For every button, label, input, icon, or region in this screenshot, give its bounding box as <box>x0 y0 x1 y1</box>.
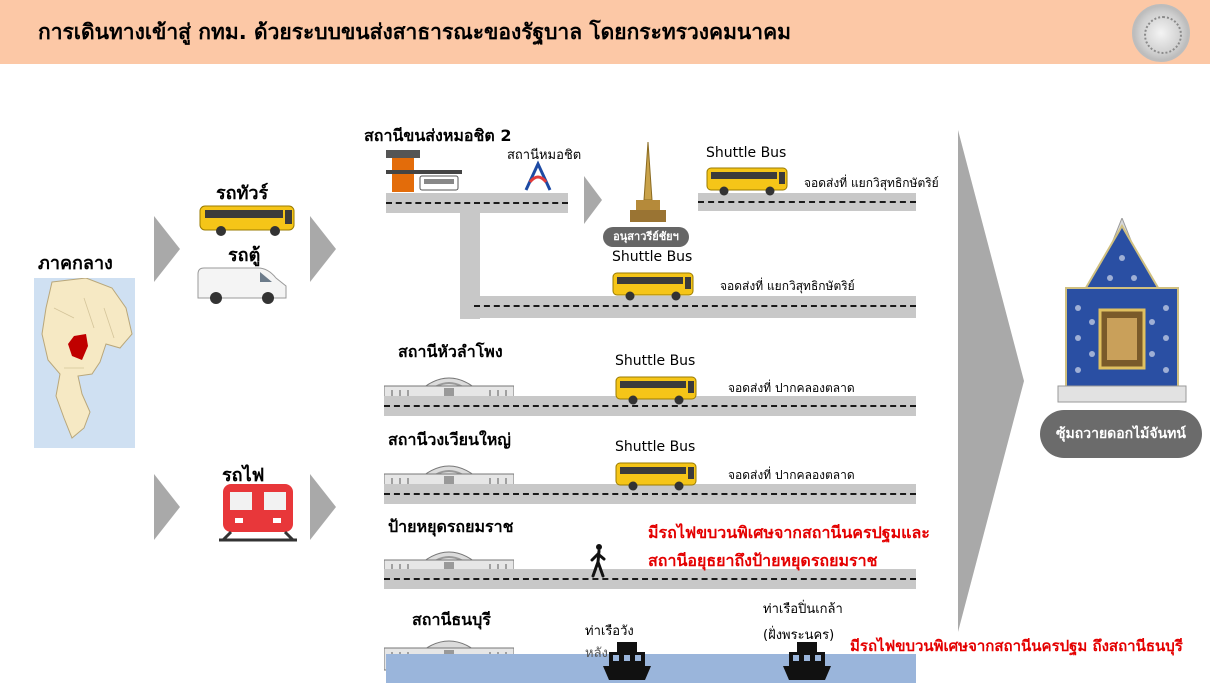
bts-mochit-label: สถานีหมอชิต <box>507 148 582 163</box>
page-title: การเดินทางเข้าสู่ กทม. ด้วยระบบขนส่งสาธา… <box>38 20 791 44</box>
pier-pinklao-label: ท่าเรือปิ่นเกล้า <box>763 602 843 617</box>
road-wongwianyai <box>384 484 916 504</box>
arrow-right-icon <box>154 474 180 544</box>
tour-bus-label: รถทัวร์ <box>216 183 269 204</box>
thonburi-station-label: สถานีธนบุรี <box>412 610 491 629</box>
river-water <box>386 654 916 683</box>
victory-monument-icon <box>628 141 668 230</box>
train-icon <box>219 484 297 548</box>
arrow-right-icon <box>584 176 602 228</box>
road-yommarat <box>384 569 916 589</box>
region-label: ภาคกลาง <box>38 253 113 274</box>
victory-monument-label: อนุสาวรีย์ชัยฯ <box>603 227 689 247</box>
road-mochit-upper <box>386 193 568 213</box>
van-label: รถตู้ <box>228 245 261 266</box>
shuttle-bus-label: Shuttle Bus <box>615 439 696 455</box>
yommarat-stop-label: ป้ายหยุดรถยมราช <box>388 517 514 536</box>
pier-wanglang-label: ท่าเรือวัง <box>585 624 634 639</box>
shuttle-bus-icon <box>615 462 699 496</box>
arrow-right-icon <box>310 474 336 544</box>
special-train-note-thonburi: มีรถไฟขบวนพิเศษจากสถานีนครปฐม ถึงสถานีธน… <box>850 637 1183 655</box>
bus-terminal-icon <box>386 150 462 200</box>
drop-off-label: จอดส่งที่ แยกวิสุทธิกษัตริย์ <box>804 176 939 190</box>
thailand-map-icon <box>34 278 135 448</box>
road-hualamphong <box>384 396 916 416</box>
walking-person-icon <box>590 544 606 582</box>
arrow-right-icon <box>310 216 336 286</box>
header-bar <box>0 0 1210 64</box>
ferry-boat-icon <box>783 640 831 686</box>
shuttle-bus-label: Shuttle Bus <box>612 249 693 265</box>
road-mochit-lower <box>460 296 916 318</box>
special-train-note: มีรถไฟขบวนพิเศษจากสถานีนครปฐมและ <box>648 523 930 542</box>
shuttle-bus-label: Shuttle Bus <box>706 145 787 161</box>
wongwianyai-station-label: สถานีวงเวียนใหญ่ <box>388 430 511 449</box>
shuttle-bus-label: Shuttle Bus <box>615 353 696 369</box>
drop-off-label: จอดส่งที่ แยกวิสุทธิกษัตริย์ <box>720 279 855 293</box>
shuttle-bus-icon <box>612 272 696 306</box>
pier-wanglang-label-cut: หลัง <box>585 646 608 661</box>
ministry-seal-icon <box>1132 4 1190 62</box>
drop-off-label: จอดส่งที่ ปากคลองตลาด <box>728 381 855 395</box>
large-arrow-right-icon <box>958 130 1024 636</box>
pier-pinklao-sublabel: (ฝั่งพระนคร) <box>763 628 835 643</box>
shuttle-bus-icon <box>706 167 790 201</box>
van-icon <box>196 266 290 310</box>
road-mochit-vertical <box>460 213 480 319</box>
arrow-right-icon <box>154 216 180 286</box>
road-victory <box>698 193 916 211</box>
bts-logo-icon <box>523 160 553 196</box>
ferry-boat-icon <box>603 640 651 686</box>
train-label: รถไฟ <box>222 465 265 486</box>
destination-label: ซุ้มถวายดอกไม้จันทน์ <box>1040 410 1202 458</box>
mochit-station-label: สถานีขนส่งหมอชิต 2 <box>364 126 512 145</box>
royal-pavilion-icon <box>1052 216 1192 408</box>
shuttle-bus-icon <box>615 376 699 410</box>
drop-off-label: จอดส่งที่ ปากคลองตลาด <box>728 468 855 482</box>
hualamphong-station-label: สถานีหัวลำโพง <box>398 342 503 361</box>
special-train-note: สถานีอยุธยาถึงป้ายหยุดรถยมราช <box>648 551 878 570</box>
tour-bus-icon <box>199 204 297 242</box>
